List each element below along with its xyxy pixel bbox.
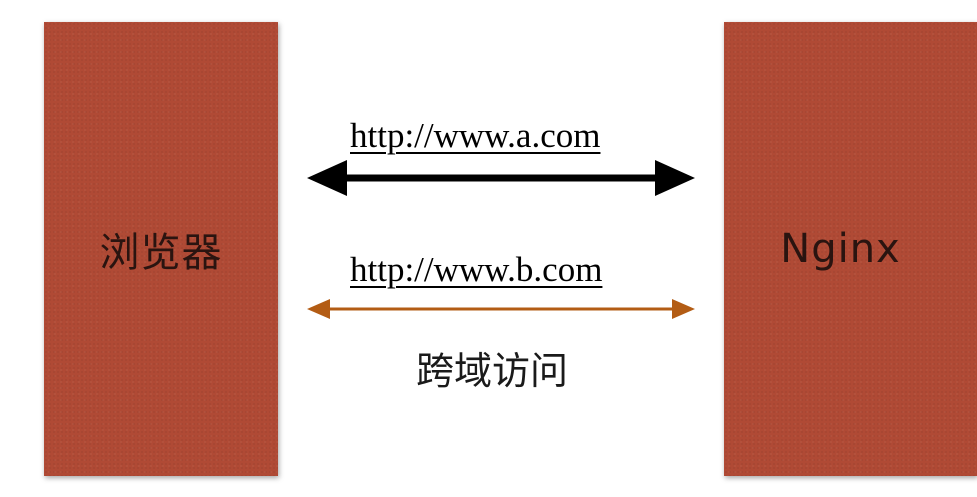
arrow-b-head-left bbox=[307, 299, 330, 319]
browser-label: 浏览器 bbox=[99, 230, 223, 276]
nginx-label: Nginx bbox=[780, 226, 901, 272]
arrow-a-head-left bbox=[307, 160, 347, 196]
browser-box: 浏览器 bbox=[44, 22, 278, 476]
url-b-label: http://www.b.com bbox=[350, 250, 603, 289]
url-a-label: http://www.a.com bbox=[350, 116, 601, 155]
nginx-box: Nginx bbox=[724, 22, 977, 476]
double-arrow-b bbox=[307, 299, 695, 319]
arrow-b-head-right bbox=[672, 299, 695, 319]
arrow-a-head-right bbox=[655, 160, 695, 196]
cross-domain-label: 跨域访问 bbox=[416, 349, 569, 393]
double-arrow-a bbox=[307, 160, 695, 196]
